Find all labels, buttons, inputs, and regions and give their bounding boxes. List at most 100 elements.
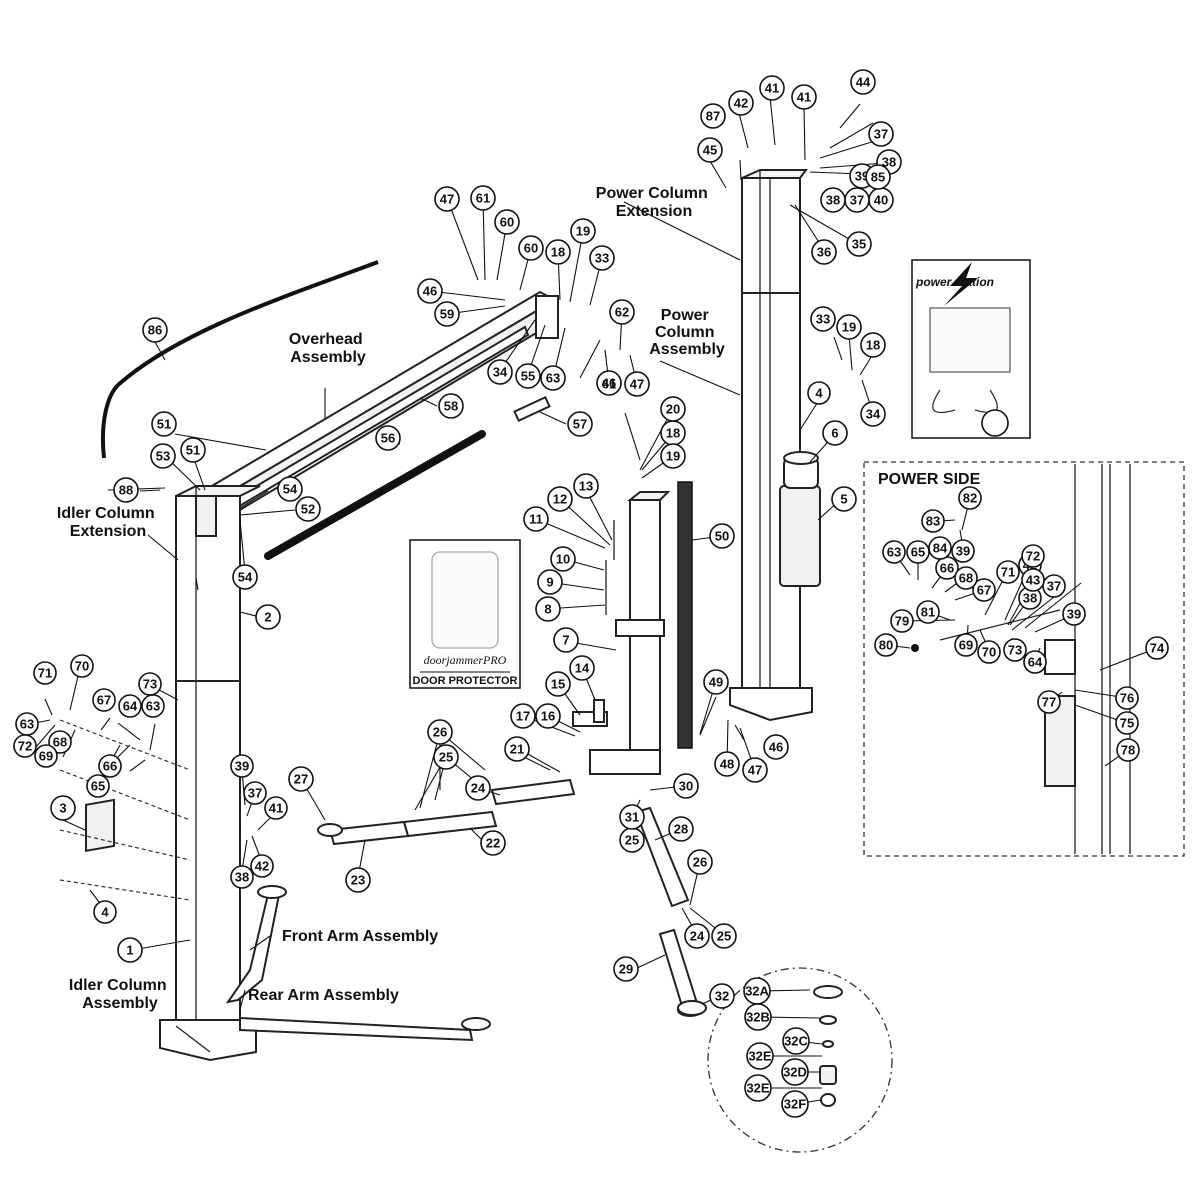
svg-text:71: 71 (1001, 565, 1015, 580)
callout: 75 (1115, 711, 1139, 735)
callout: 3 (50, 795, 76, 821)
svg-text:72: 72 (18, 739, 32, 754)
svg-text:2: 2 (264, 610, 271, 625)
callout: 63 (540, 365, 566, 391)
svg-text:27: 27 (294, 772, 308, 787)
assembled-arms (225, 884, 491, 1042)
svg-text:42: 42 (734, 96, 748, 111)
svg-text:54: 54 (238, 570, 253, 585)
svg-text:37: 37 (850, 193, 864, 208)
callout: 19 (660, 443, 686, 469)
callout: 21 (504, 736, 530, 762)
power-unit (779, 451, 821, 587)
svg-text:32F: 32F (784, 1097, 806, 1112)
power-column-assembly-label: Power Column Assembly (649, 307, 725, 358)
callout: 83 (921, 509, 945, 533)
callout: 25 (433, 744, 459, 770)
svg-text:34: 34 (866, 407, 881, 422)
callout: 18 (545, 239, 571, 265)
svg-text:74: 74 (1150, 641, 1165, 656)
power-column (729, 169, 813, 722)
callout: 26 (427, 719, 453, 745)
svg-text:35: 35 (852, 237, 866, 252)
callout: 54 (277, 476, 303, 502)
callout: 37 (1042, 574, 1066, 598)
callout: 65 (906, 540, 930, 564)
svg-text:17: 17 (516, 709, 530, 724)
svg-text:1: 1 (126, 943, 133, 958)
callout: 61 (602, 377, 616, 392)
svg-text:63: 63 (887, 545, 901, 560)
svg-text:78: 78 (1121, 743, 1135, 758)
svg-text:64: 64 (1028, 655, 1043, 670)
callout: 61 (470, 185, 496, 211)
callout: 31 (619, 804, 645, 830)
svg-text:64: 64 (123, 699, 138, 714)
callout: 67 (92, 688, 116, 712)
svg-text:41: 41 (765, 81, 779, 96)
svg-text:60: 60 (500, 215, 514, 230)
callout: 56 (375, 425, 401, 451)
cable-85 (101, 260, 379, 459)
svg-text:63: 63 (20, 717, 34, 732)
svg-text:10: 10 (556, 552, 570, 567)
svg-text:79: 79 (895, 614, 909, 629)
overhead-beam (202, 290, 560, 522)
svg-text:87: 87 (706, 109, 720, 124)
svg-text:65: 65 (911, 545, 925, 560)
callout: 59 (434, 301, 460, 327)
callout: 32D (781, 1058, 809, 1086)
svg-text:30: 30 (679, 779, 693, 794)
svg-text:22: 22 (486, 836, 500, 851)
callout: 24 (684, 923, 710, 949)
callout: 32C (782, 1027, 810, 1055)
svg-text:8: 8 (544, 602, 551, 617)
callout: 60 (518, 235, 544, 261)
svg-text:45: 45 (703, 143, 717, 158)
svg-text:39: 39 (956, 544, 970, 559)
callout: 47 (434, 186, 460, 212)
callout: 60 (494, 209, 520, 235)
svg-text:72: 72 (1026, 549, 1040, 564)
svg-text:67: 67 (977, 583, 991, 598)
callout: 50 (709, 523, 735, 549)
svg-text:26: 26 (693, 855, 707, 870)
door-protector-box (409, 539, 521, 689)
callout: 37 (243, 781, 267, 805)
svg-text:18: 18 (551, 245, 565, 260)
callout: 69 (954, 633, 978, 657)
callout: 41 (759, 75, 785, 101)
callout: 20 (660, 396, 686, 422)
callout: 42 (250, 854, 274, 878)
svg-text:80: 80 (879, 638, 893, 653)
svg-text:75: 75 (1120, 716, 1134, 731)
door-protector-logo: doorjammerPRO (424, 653, 507, 667)
callout: 7 (553, 627, 579, 653)
inset-32 (707, 967, 893, 1153)
callout: 63 (141, 694, 165, 718)
callout: 28 (668, 816, 694, 842)
callout: 37 (844, 187, 870, 213)
svg-text:38: 38 (826, 193, 840, 208)
svg-text:12: 12 (553, 492, 567, 507)
svg-text:85: 85 (871, 170, 885, 185)
callout-bubbles: 1 2 3 4 4 5 6 7 8 9 10 11 12 13 14 15 16… (13, 69, 1169, 1118)
svg-text:36: 36 (817, 245, 831, 260)
svg-text:25: 25 (439, 750, 453, 765)
svg-text:23: 23 (351, 873, 365, 888)
svg-text:29: 29 (619, 962, 633, 977)
svg-text:62: 62 (615, 305, 629, 320)
svg-text:4: 4 (101, 905, 109, 920)
callout: 1 (117, 937, 143, 963)
callout: 25 (619, 827, 645, 853)
svg-text:37: 37 (1047, 579, 1061, 594)
callout: 46 (763, 734, 789, 760)
svg-text:5: 5 (840, 492, 847, 507)
callout: 6 (822, 420, 848, 446)
svg-text:71: 71 (38, 666, 52, 681)
svg-text:70: 70 (982, 645, 996, 660)
callout: 11 (523, 506, 549, 532)
leader-lines (29, 96, 1158, 1105)
bar-55 (264, 430, 486, 560)
svg-text:59: 59 (440, 307, 454, 322)
